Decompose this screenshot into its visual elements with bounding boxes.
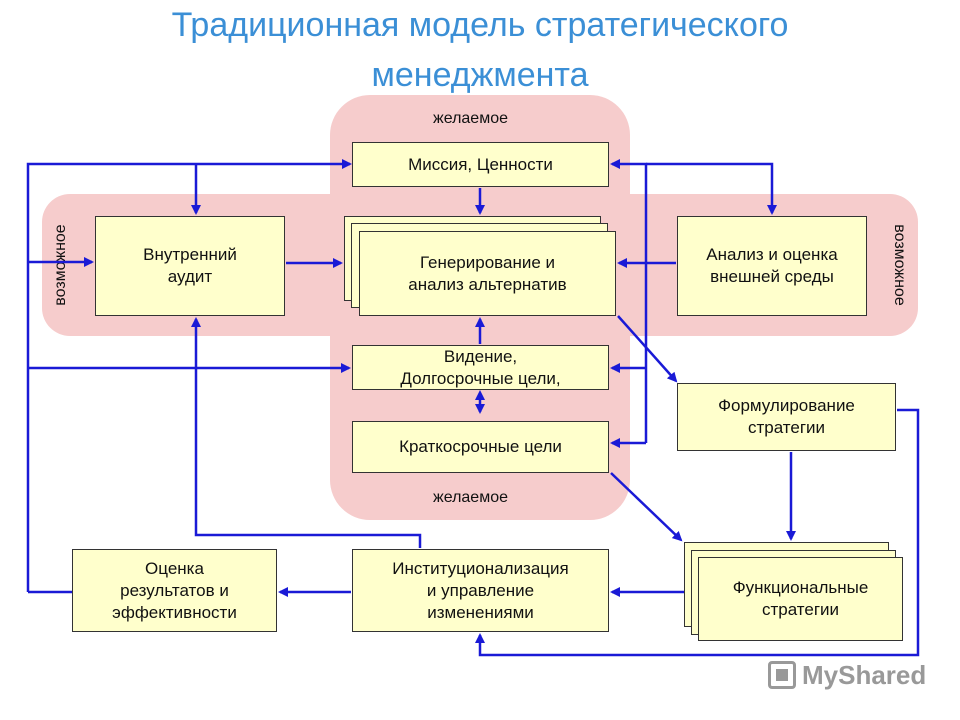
strategy-formulation-box: Формулирование стратегии [677,383,896,451]
arrow-institutionalization-to-audit [191,317,422,548]
desired-label-bottom: желаемое [433,489,508,506]
internal-audit-box: Внутренний аудит [95,216,285,316]
myshared-logo-icon [768,661,796,689]
arrow-alternatives-to-formulation [617,315,678,383]
evaluation-box: Оценка результатов и эффективности [72,549,277,632]
watermark-text: MyShared [802,659,927,690]
alternatives-box: Генерирование и анализ альтернатив [359,231,616,316]
arrow-formulation-to-institutionalization [475,408,920,657]
page-title: Традиционная модель стратегического мене… [0,0,960,100]
arrow-shortterm-to-functional [610,472,683,542]
mission-values-box: Миссия, Ценности [352,142,609,187]
myshared-watermark: MyShared [768,655,928,695]
short-term-goals-box: Краткосрочные цели [352,421,609,473]
desired-label-top: желаемое [433,110,508,127]
title-line-1: Традиционная модель стратегического [171,6,789,44]
arrow-right-loop-to-mission [610,159,648,443]
institutionalization-box: Институционализация и управление изменен… [352,549,609,632]
title-line-2: менеджмента [371,56,589,94]
external-analysis-box: Анализ и оценка внешней среды [677,216,867,316]
arrow-left-loop-to-mission [26,159,352,592]
arrow-right-to-external [646,162,777,215]
vision-box: Видение, Долгосрочные цели, [352,345,609,390]
functional-strategies-box: Функциональные стратегии [698,557,903,641]
